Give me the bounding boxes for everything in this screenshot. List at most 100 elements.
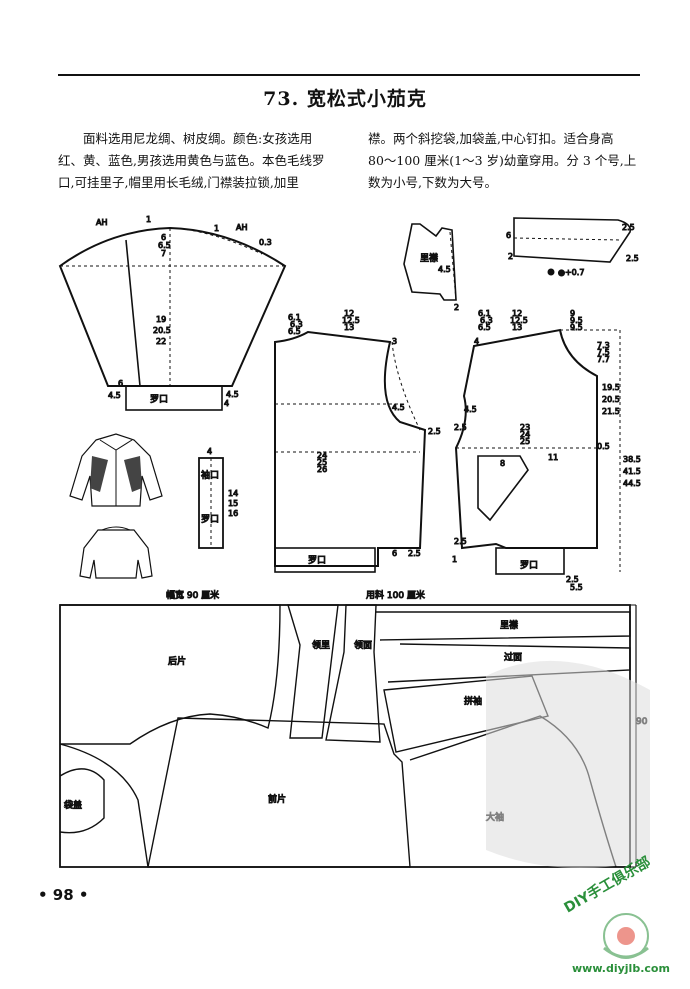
lining-flap-2: 2 [454, 303, 459, 312]
front-25b: 2.5 [454, 537, 467, 546]
description-line: 襟。两个斜挖袋,加袋盖,中心钉扣。适合身高 [368, 131, 614, 146]
front-length-l: 44.5 [623, 479, 641, 488]
front-05: 0.5 [597, 442, 610, 451]
sleeve-len-m: 20.5 [153, 326, 171, 335]
front-8: 8 [500, 459, 505, 468]
page-title: 73. 宽松式小茄克 [263, 88, 427, 110]
front-chest-s: 23 [520, 423, 530, 432]
back-chest-l: 26 [317, 465, 327, 474]
back-hem-label: 罗口 [308, 555, 326, 566]
description-left: 面料选用尼龙绸、树皮绸。颜色:女孩选用 红、黄、蓝色,男孩选用黄色与蓝色。本色毛… [58, 128, 346, 194]
front-25c: 2.5 [566, 575, 579, 584]
front-neck-m: 6.3 [480, 316, 493, 325]
sleeve-pattern: AH AH 1 1 0.3 6 6.5 7 19 20.5 22 6 4.5 4… [58, 215, 287, 411]
back-6: 6 [392, 549, 397, 558]
back-pattern: 6.1 6.3 6.5 12 12.5 13 3 4.5 2.5 24 25 2… [274, 309, 441, 573]
collar-2: 2 [508, 252, 513, 261]
back-neck-s: 6.1 [288, 313, 301, 322]
collar-pattern: 6 2.5 2.5 2 ●+0.7 [506, 217, 639, 278]
watermark-logo [486, 660, 650, 959]
front-shoulder-l: 13 [512, 323, 522, 332]
sleeve-label-1a: 1 [146, 215, 151, 224]
sleeve-len-l: 22 [156, 337, 166, 346]
cuff-num-l: 16 [228, 509, 238, 518]
lining-flap-45: 4.5 [438, 265, 451, 274]
front-armhole-m: 20.5 [602, 395, 620, 404]
sleeve-label-45b: 4.5 [226, 390, 239, 399]
description-line: 80～100 厘米(1～3 岁)幼童穿用。分 3 个号,上 [368, 153, 637, 168]
sleeve-label-4: 4 [224, 399, 229, 408]
front-neckdepth-s: 7.3 [597, 341, 610, 350]
front-neckdeep-s: 9 [570, 309, 575, 318]
description-line: 面料选用尼龙绸、树皮绸。颜色:女孩选用 [83, 131, 313, 146]
front-armhole-l: 21.5 [602, 407, 620, 416]
back-25b: 2.5 [408, 549, 421, 558]
page-number: • 98 • [38, 886, 89, 904]
layout-width-label: 幅宽 90 厘米 [166, 589, 219, 601]
back-chest-m: 25 [317, 458, 327, 467]
watermark-url: www.diyjlb.com [572, 962, 670, 975]
sleeve-ah-left: AH [96, 218, 108, 227]
front-neck-s: 6.1 [478, 309, 491, 318]
description-line: 数为小号,下数为大号。 [368, 175, 497, 190]
collar-symbol: ●+0.7 [558, 268, 584, 277]
back-neck-l: 6.5 [288, 327, 301, 336]
front-pattern: 6.1 6.3 6.5 12 12.5 13 9 9.5 9.5 7.3 7.5… [452, 309, 642, 593]
back-3: 3 [392, 337, 397, 346]
front-chest-l: 25 [520, 437, 530, 446]
title-rule [58, 74, 640, 76]
sleeve-label-6: 6 [118, 379, 123, 388]
front-4: 4 [474, 337, 479, 346]
piece-pieced-sleeve: 拼袖 [464, 695, 482, 707]
back-25a: 2.5 [428, 427, 441, 436]
description-line: 口,可挂里子,帽里用长毛绒,门襟装拉锁,加里 [58, 175, 299, 190]
sleeve-cap-s: 6 [161, 233, 166, 242]
cuff-num-m: 15 [228, 499, 238, 508]
front-shoulder-s: 12 [512, 309, 522, 318]
front-length-m: 41.5 [623, 467, 641, 476]
front-length-s: 38.5 [623, 455, 641, 464]
front-11: 11 [548, 453, 558, 462]
piece-back: 后片 [168, 655, 186, 667]
sleeve-label-45a: 4.5 [108, 391, 121, 400]
sleeve-cap-l: 7 [161, 249, 166, 258]
front-neckdepth-l: 7.7 [597, 355, 610, 364]
cuff-label-2: 罗口 [201, 514, 219, 525]
sleeve-cap-m: 6.5 [158, 241, 171, 250]
front-shoulder-m: 12.5 [510, 316, 528, 325]
front-hem-label: 罗口 [520, 560, 538, 571]
piece-collar-face: 领面 [354, 639, 372, 651]
cuff-rib-pattern: 4 袖口 罗口 14 15 16 [198, 447, 239, 549]
layout-fabric-label: 用料 100 厘米 [366, 589, 425, 601]
sleeve-cuff-label: 罗口 [150, 394, 168, 405]
lining-flap-label: 里襟 [420, 252, 438, 264]
piece-collar-lining: 领里 [312, 639, 330, 651]
back-neck-m: 6.3 [290, 320, 303, 329]
collar-25a: 2.5 [622, 223, 635, 232]
front-55: 5.5 [570, 583, 583, 592]
sleeve-label-03: 0.3 [259, 238, 272, 247]
sleeve-ah-right: AH [236, 223, 248, 232]
collar-25b: 2.5 [626, 254, 639, 263]
cuff-top-4: 4 [207, 447, 212, 456]
front-25a: 2.5 [454, 423, 467, 432]
back-shoulder-l: 13 [344, 323, 354, 332]
piece-lining-flap: 里襟 [500, 619, 518, 631]
sleeve-len-s: 19 [156, 315, 166, 324]
back-shoulder-m: 12.5 [342, 316, 360, 325]
collar-6: 6 [506, 231, 511, 240]
cuff-num-s: 14 [228, 489, 238, 498]
front-neckdeep-l: 9.5 [570, 323, 583, 332]
description-line: 红、黄、蓝色,男孩选用黄色与蓝色。本色毛线罗 [58, 153, 325, 168]
jacket-sketch-back [79, 526, 153, 579]
back-45: 4.5 [392, 403, 405, 412]
piece-pocket-flap: 袋盖 [64, 799, 82, 811]
back-chest-s: 24 [317, 451, 327, 460]
back-shoulder-s: 12 [344, 309, 354, 318]
front-1: 1 [452, 555, 457, 564]
piece-front: 前片 [268, 793, 286, 805]
piece-facing: 过面 [504, 651, 522, 663]
front-armhole-s: 19.5 [602, 383, 620, 392]
lining-flap-pattern: 里襟 4.5 2 [403, 223, 460, 313]
